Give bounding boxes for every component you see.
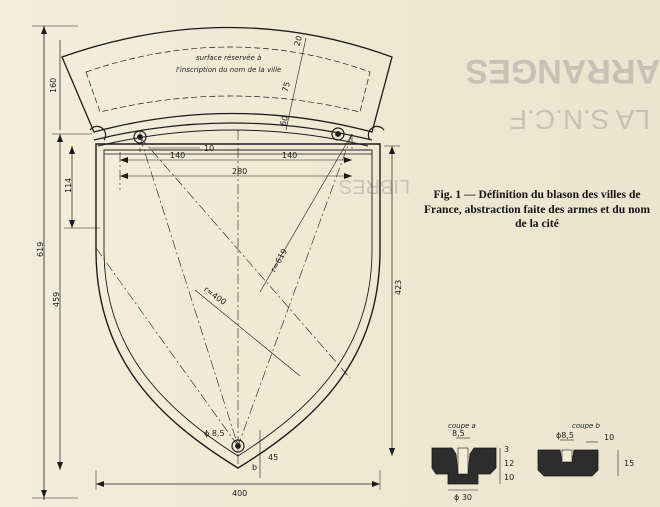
label-619: 619 bbox=[36, 242, 45, 257]
coupe-a-bottom: ϕ 30 bbox=[454, 493, 472, 502]
coupe-b-title: coupe b bbox=[572, 422, 601, 430]
coupe-b-10: 10 bbox=[604, 433, 614, 442]
label-160: 160 bbox=[49, 78, 58, 93]
coupe-a-12: 12 bbox=[504, 459, 514, 468]
label-r400: r=400 bbox=[202, 285, 228, 307]
svg-text:LA S.N.C.F: LA S.N.C.F bbox=[510, 104, 650, 135]
section-coupe-b: coupe b ϕ8,5 10 15 bbox=[537, 422, 634, 477]
coupe-b-top: ϕ8,5 bbox=[556, 431, 574, 440]
label-point-b: b bbox=[252, 463, 257, 472]
mounting-hole-bottom bbox=[231, 439, 245, 453]
coupe-a-top: 8,5 bbox=[452, 429, 465, 438]
label-459: 459 bbox=[52, 292, 61, 307]
left-ear bbox=[89, 125, 107, 141]
right-ear bbox=[367, 125, 385, 141]
label-280: 280 bbox=[232, 167, 247, 176]
label-45: 45 bbox=[268, 453, 278, 462]
label-140-left: 140 bbox=[170, 151, 185, 160]
background-bleed-through: ARRANGES LA S.N.C.F LIBRES bbox=[339, 52, 660, 197]
coupe-b-15: 15 bbox=[624, 459, 634, 468]
label-140-right: 140 bbox=[282, 151, 297, 160]
shield-inner-outline bbox=[103, 149, 373, 457]
section-coupe-a: coupe a 8,5 3 12 10 ϕ 30 bbox=[431, 422, 514, 502]
svg-text:LIBRES: LIBRES bbox=[339, 175, 410, 197]
label-10: 10 bbox=[204, 144, 214, 153]
shield-top-edge-inner bbox=[97, 129, 369, 147]
inscription-band bbox=[61, 26, 393, 133]
construction-lines bbox=[95, 130, 353, 470]
label-20: 20 bbox=[293, 35, 304, 47]
label-114: 114 bbox=[64, 178, 73, 193]
coupe-a-10: 10 bbox=[504, 473, 514, 482]
label-60-diag: 60 bbox=[279, 115, 290, 127]
label-r619: r=619 bbox=[269, 247, 289, 273]
radius-400-line bbox=[194, 289, 301, 377]
label-423: 423 bbox=[394, 280, 403, 295]
coupe-a-3: 3 bbox=[504, 445, 509, 454]
mounting-hole-right bbox=[331, 127, 345, 141]
label-75: 75 bbox=[281, 81, 292, 93]
dim-75-line bbox=[285, 37, 307, 131]
coupe-a-title: coupe a bbox=[448, 422, 476, 430]
radius-619-line bbox=[259, 133, 353, 293]
figure-caption: Fig. 1 — Définition du blason des villes… bbox=[423, 188, 651, 230]
svg-text:ARRANGES: ARRANGES bbox=[465, 52, 660, 90]
arrowheads bbox=[41, 26, 395, 498]
band-note-line2: l'inscription du nom de la ville bbox=[176, 66, 281, 74]
shield-top-edge-outer bbox=[93, 122, 373, 141]
label-400: 400 bbox=[232, 489, 247, 498]
label-hole-dia: ϕ 8,5 bbox=[204, 429, 225, 438]
inscription-area-dashed bbox=[85, 46, 371, 113]
mounting-hole-left bbox=[133, 130, 147, 144]
band-note-line1: surface réservée à bbox=[196, 54, 261, 62]
